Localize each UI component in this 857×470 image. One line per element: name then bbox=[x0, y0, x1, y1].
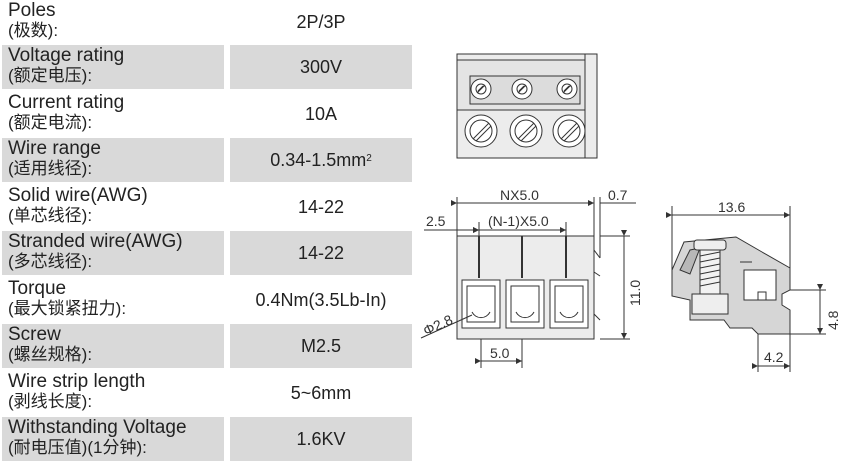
spec-value-sup: 2 bbox=[366, 152, 372, 164]
spec-row-solid-wire: Solid wire(AWG) (单芯线径): 14-22 bbox=[0, 185, 412, 229]
spec-table: Poles (极数): 2P/3P Voltage rating (额定电压):… bbox=[0, 0, 412, 470]
dim-50-label: 5.0 bbox=[490, 345, 510, 361]
spec-value: 10A bbox=[304, 103, 338, 124]
spec-label-en: Screw bbox=[8, 324, 61, 345]
spec-row-voltage: Voltage rating (额定电压): 300V bbox=[0, 45, 412, 89]
spec-row-withstanding-voltage: Withstanding Voltage (耐电压值)(1分钟): 1.6KV bbox=[0, 417, 412, 461]
dim-nx-label: NX5.0 bbox=[500, 187, 539, 203]
spec-label-cn: (剥线长度): bbox=[8, 392, 93, 411]
spec-row-poles: Poles (极数): 2P/3P bbox=[0, 0, 412, 44]
spec-label: Wire range (适用线径): bbox=[2, 138, 224, 182]
spec-value: 0.4Nm(3.5Lb-In) bbox=[255, 289, 387, 310]
spec-value: 1.6KV bbox=[230, 417, 412, 461]
dim-42-label: 4.2 bbox=[764, 349, 784, 365]
side-view bbox=[666, 206, 826, 372]
spec-label: Poles (极数): bbox=[2, 0, 224, 44]
spec-label-en: Current rating bbox=[8, 92, 125, 113]
spec-label: Stranded wire(AWG) (多芯线径): bbox=[2, 231, 224, 275]
spec-value: M2.5 bbox=[230, 324, 412, 368]
spec-label-cn: (单芯线径): bbox=[8, 206, 93, 225]
spec-row-torque: Torque (最大锁紧扭力): 0.4Nm(3.5Lb-In) bbox=[0, 278, 412, 322]
spec-label-cn: (耐电压值)(1分钟): bbox=[8, 438, 147, 457]
technical-drawing: NX5.0 0.7 2.5 (N-1)X5.0 11.0 Φ2.8 5.0 13… bbox=[420, 53, 841, 372]
spec-label-en: Voltage rating bbox=[8, 45, 125, 66]
dim-phi-label: Φ2.8 bbox=[421, 311, 456, 339]
spec-label: Solid wire(AWG) (单芯线径): bbox=[2, 185, 224, 229]
spec-label-cn: (额定电压): bbox=[8, 66, 93, 85]
spec-label-en: Wire strip length bbox=[8, 371, 146, 392]
dim-11-label: 11.0 bbox=[627, 280, 643, 306]
spec-row-strip-length: Wire strip length (剥线长度): 5~6mm bbox=[0, 371, 412, 415]
dim-25-label: 2.5 bbox=[426, 213, 446, 229]
spec-row-screw: Screw (螺丝规格): M2.5 bbox=[0, 324, 412, 368]
spec-label: Voltage rating (额定电压): bbox=[2, 45, 224, 89]
front-view bbox=[456, 235, 601, 340]
spec-label: Wire strip length (剥线长度): bbox=[2, 371, 224, 415]
spec-value: 14-22 bbox=[297, 196, 345, 217]
spec-label-en: Withstanding Voltage bbox=[8, 417, 187, 438]
spec-label-en: Stranded wire(AWG) bbox=[8, 231, 183, 252]
dim-n1-label: (N-1)X5.0 bbox=[488, 213, 549, 229]
spec-label: Current rating (额定电流): bbox=[2, 92, 224, 136]
spec-label: Torque (最大锁紧扭力): bbox=[2, 278, 224, 322]
spec-label-en: Torque bbox=[8, 278, 67, 299]
spec-value: 300V bbox=[230, 45, 412, 89]
spec-label: Screw (螺丝规格): bbox=[2, 324, 224, 368]
top-view bbox=[456, 53, 598, 159]
spec-value: 2P/3P bbox=[296, 11, 346, 32]
spec-label: Withstanding Voltage (耐电压值)(1分钟): bbox=[2, 417, 224, 461]
spec-label-cn: (最大锁紧扭力): bbox=[8, 299, 127, 318]
front-dimensions bbox=[420, 197, 636, 368]
dim-136-label: 13.6 bbox=[718, 199, 745, 215]
spec-row-stranded-wire: Stranded wire(AWG) (多芯线径): 14-22 bbox=[0, 231, 412, 275]
spec-label-cn: (螺丝规格): bbox=[8, 345, 93, 364]
dim-07-label: 0.7 bbox=[608, 187, 628, 203]
spec-value: 5~6mm bbox=[290, 382, 352, 403]
spec-label-cn: (额定电流): bbox=[8, 113, 93, 132]
spec-label-en: Wire range bbox=[8, 138, 101, 159]
spec-value-main: 0.34-1.5mm bbox=[270, 149, 367, 170]
spec-label-cn: (适用线径): bbox=[8, 159, 93, 178]
spec-row-current: Current rating (额定电流): 10A bbox=[0, 92, 412, 136]
spec-label-en: Solid wire(AWG) bbox=[8, 185, 148, 206]
spec-label-en: Poles bbox=[8, 0, 56, 21]
spec-label-cn: (多芯线径): bbox=[8, 252, 93, 271]
spec-label-cn: (极数): bbox=[8, 21, 59, 40]
dim-48-label: 4.8 bbox=[825, 310, 841, 330]
spec-value: 14-22 bbox=[230, 231, 412, 275]
